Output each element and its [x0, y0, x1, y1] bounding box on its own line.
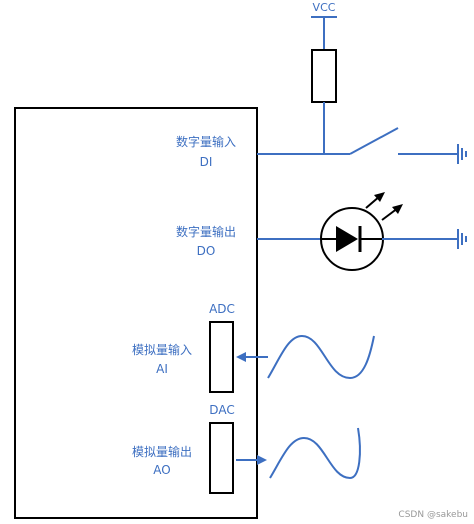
- watermark: CSDN @sakebu: [398, 510, 468, 520]
- pullup-resistor: [311, 49, 337, 103]
- do-cn-label: 数字量输出: [176, 224, 236, 239]
- vcc-label: VCC: [313, 1, 336, 14]
- adc-block: [209, 321, 234, 393]
- ai-label: AI: [156, 362, 168, 376]
- switch-lever: [349, 127, 399, 155]
- dac-block: [209, 422, 234, 494]
- led-icon: [336, 226, 358, 252]
- do-label: DO: [197, 244, 216, 258]
- dac-label: DAC: [209, 403, 234, 417]
- ao-arrowhead-icon: [257, 455, 267, 465]
- ao-cn-label: 模拟量输出: [132, 444, 192, 459]
- di-label: DI: [200, 155, 213, 169]
- ground-icon: [457, 229, 467, 249]
- analog-output-wave: [269, 427, 361, 480]
- ai-cn-label: 模拟量输入: [132, 342, 192, 357]
- analog-input-wave: [267, 334, 375, 380]
- module-box: [14, 107, 258, 519]
- light-arrow-icon: [365, 192, 403, 221]
- ai-arrowhead-icon: [236, 352, 246, 362]
- ground-icon: [457, 144, 467, 164]
- ao-label: AO: [153, 463, 170, 477]
- di-cn-label: 数字量输入: [176, 134, 236, 149]
- adc-label: ADC: [209, 302, 235, 316]
